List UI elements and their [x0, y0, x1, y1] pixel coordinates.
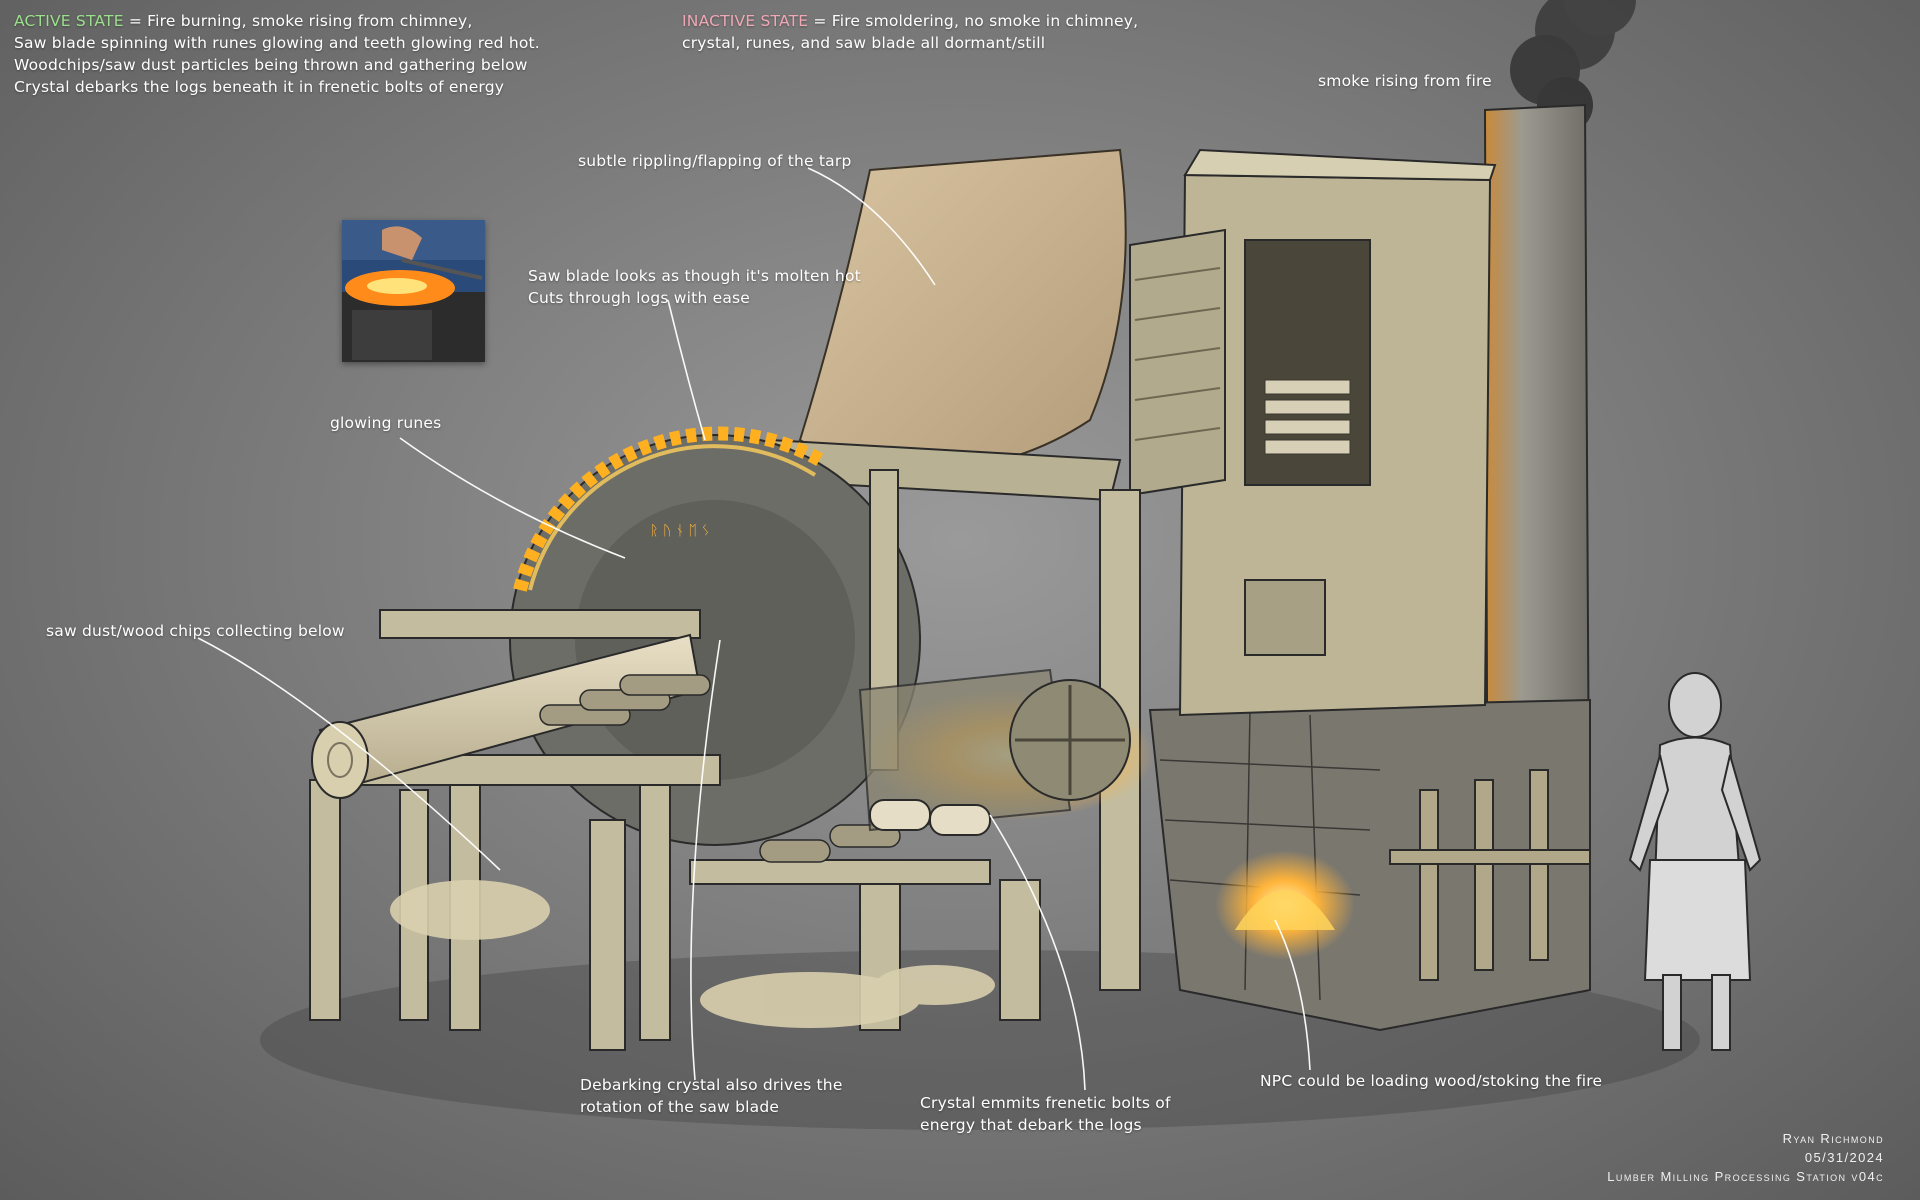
saw-blade-note: Saw blade looks as though it's molten ho… — [528, 265, 861, 309]
signature-date: 05/31/2024 — [1804, 1150, 1884, 1165]
signature: Ryan Richmond 05/31/2024 Lumber Milling … — [1607, 1129, 1884, 1186]
forge-reference-photo — [342, 220, 485, 362]
fence — [1389, 769, 1591, 981]
signature-title: Lumber Milling Processing Station v04c — [1607, 1169, 1884, 1184]
crystal-drive-note: Debarking crystal also drives the rotati… — [580, 1074, 843, 1118]
active-state-line-2: Saw blade spinning with runes glowing an… — [14, 34, 540, 52]
crystal-bolts-note: Crystal emmits frenetic bolts of energy … — [920, 1092, 1171, 1136]
active-state-line-3: Woodchips/saw dust particles being throw… — [14, 56, 528, 74]
svg-text:ᚱ ᚢ ᚾ ᛖ ᛊ: ᚱ ᚢ ᚾ ᛖ ᛊ — [650, 523, 710, 539]
crystal-drum — [858, 668, 1155, 836]
crystal-drive-note-line-2: rotation of the saw blade — [580, 1098, 780, 1116]
active-state-line-1: = Fire burning, smoke rising from chimne… — [128, 12, 473, 30]
active-state-note: ACTIVE STATE = Fire burning, smoke risin… — [14, 10, 540, 98]
active-state-line-4: Crystal debarks the logs beneath it in f… — [14, 78, 505, 96]
sawdust-piles — [390, 880, 995, 1028]
smoke-note: smoke rising from fire — [1318, 72, 1492, 90]
inactive-state-note: INACTIVE STATE = Fire smoldering, no smo… — [682, 10, 1138, 54]
inactive-state-label: INACTIVE STATE — [682, 12, 809, 30]
signature-author: Ryan Richmond — [1782, 1131, 1884, 1146]
crystal-bolts-note-line-1: Crystal emmits frenetic bolts of — [920, 1094, 1171, 1112]
callout-lines — [197, 167, 1311, 1091]
saw-blade-note-line-2: Cuts through logs with ease — [528, 289, 751, 307]
npc-note: NPC could be loading wood/stoking the fi… — [1260, 1072, 1603, 1090]
npc-figure — [1628, 672, 1762, 1051]
inactive-state-line-1: = Fire smoldering, no smoke in chimney, — [813, 12, 1139, 30]
crystal-drive-note-line-1: Debarking crystal also drives the — [580, 1076, 843, 1094]
sawdust-note: saw dust/wood chips collecting below — [46, 622, 345, 640]
crystal-bolts-note-line-2: energy that debark the logs — [920, 1116, 1142, 1134]
log — [311, 633, 702, 799]
runes-note: glowing runes — [330, 414, 442, 432]
shutter — [1129, 228, 1226, 497]
inactive-state-line-2: crystal, runes, and saw blade all dorman… — [682, 34, 1046, 52]
tarp-note: subtle rippling/flapping of the tarp — [578, 152, 852, 170]
active-state-label: ACTIVE STATE — [14, 12, 124, 30]
saw-blade-note-line-1: Saw blade looks as though it's molten ho… — [528, 267, 861, 285]
tarp — [798, 148, 1127, 473]
